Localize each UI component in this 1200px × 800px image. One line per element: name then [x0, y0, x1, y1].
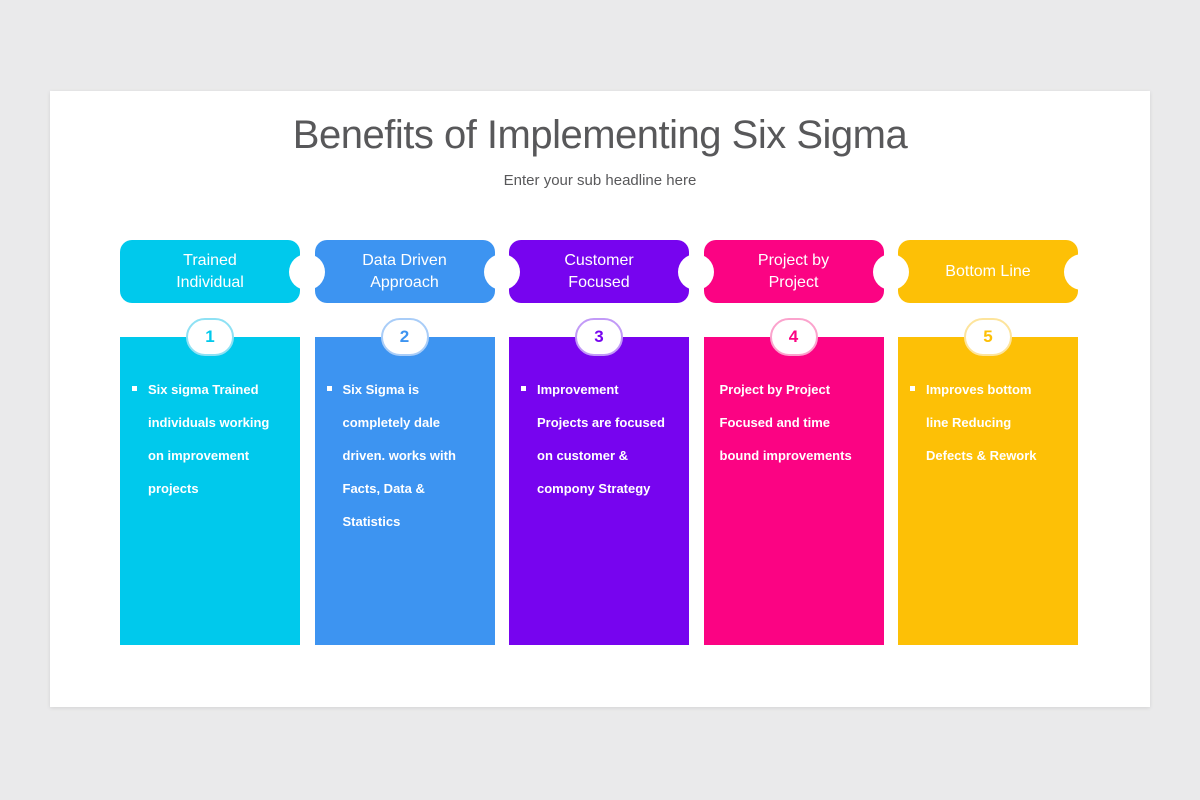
square-bullet-icon [910, 386, 915, 391]
number-badge-4: 4 [769, 318, 818, 356]
column-data-driven-approach: Data Driven Approach 2 Six Sigma is comp… [314, 240, 495, 700]
column-bottom-line: Bottom Line 5 Improves bottom line Reduc… [898, 240, 1078, 700]
header-tab-project-by-project: Project by Project [703, 240, 884, 303]
body-text-customer-focused: Improvement Projects are focused on cust… [537, 382, 665, 496]
columns-area: Trained Individual 1 Six sigma Trained i… [120, 240, 1100, 700]
header-tab-trained-individual: Trained Individual [120, 240, 300, 303]
connector-circle [1064, 253, 1100, 290]
connector-circle [483, 253, 520, 290]
number-badge-1: 1 [186, 318, 234, 356]
connector-circle [678, 253, 715, 290]
column-trained-individual: Trained Individual 1 Six sigma Trained i… [120, 240, 300, 700]
page-subtitle: Enter your sub headline here [503, 172, 697, 189]
slide: Benefits of Implementing Six Sigma Enter… [50, 91, 1150, 707]
body-text-project-by-project: Project by Project Focused and time boun… [719, 382, 852, 463]
card-trained-individual: 1 Six sigma Trained individuals working … [120, 318, 300, 645]
header-tab-data-driven-approach: Data Driven Approach [314, 240, 495, 303]
header-tab-customer-focused: Customer Focused [509, 240, 689, 303]
card-customer-focused: 3 Improvement Projects are focused on cu… [509, 318, 689, 645]
number-badge-2: 2 [380, 318, 429, 356]
square-bullet-icon [521, 386, 526, 391]
number-badge-5: 5 [964, 318, 1012, 356]
card-data-driven-approach: 2 Six Sigma is completely dale driven. w… [314, 318, 495, 645]
number-badge-3: 3 [575, 318, 623, 356]
body-text-trained-individual: Six sigma Trained individuals working on… [148, 382, 270, 496]
body-text-bottom-line: Improves bottom line Reducing Defects & … [926, 382, 1037, 463]
square-bullet-icon [326, 386, 332, 391]
page-title: Benefits of Implementing Six Sigma [292, 113, 908, 157]
card-bottom-line: 5 Improves bottom line Reducing Defects … [898, 318, 1078, 645]
header-tab-bottom-line: Bottom Line [898, 240, 1078, 303]
connector-circle [289, 253, 326, 290]
square-bullet-icon [132, 386, 137, 391]
connector-circle [872, 253, 909, 290]
body-text-data-driven-approach: Six Sigma is completely dale driven. wor… [342, 382, 456, 529]
column-customer-focused: Customer Focused 3 Improvement Projects … [509, 240, 689, 700]
card-project-by-project: 4 Project by Project Focused and time bo… [703, 318, 884, 645]
column-project-by-project: Project by Project 4 Project by Project … [703, 240, 884, 700]
